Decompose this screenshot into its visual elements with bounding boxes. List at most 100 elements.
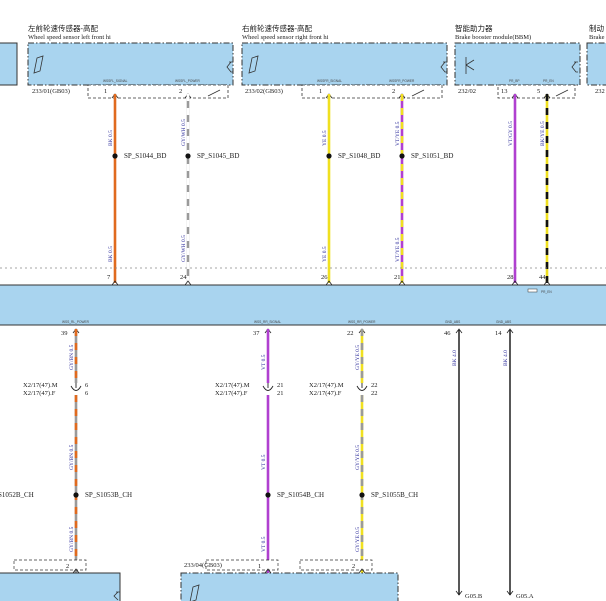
splice-label: SP_S1055B_CH (371, 491, 418, 499)
wire-code-label: BK 4.0 (503, 350, 509, 366)
inline-connector-label: X2/17(47).M (309, 382, 344, 389)
signal-label: WSSFR_POWER (389, 79, 415, 83)
resistor-symbol (527, 288, 538, 293)
wire-code-label: VT 0.5 (261, 354, 267, 370)
splice-label: SP_S1051_BD (411, 152, 453, 160)
component-title-cn: 智能助力器 (455, 23, 493, 33)
connector-id: 233/01(GB03) (32, 88, 70, 95)
sensor-symbol-icon (189, 584, 200, 601)
splice-dot-icon (185, 153, 191, 159)
component-title-cn: 右前轮速传感器-高配 (242, 23, 312, 33)
connector-block (13, 559, 87, 571)
inline-pin-label: 22 (371, 382, 378, 389)
wire-top-2: YE 0.5YE 0.5SP_S1048_BD26WSS_FR_SIGNAL (315, 93, 380, 290)
connector-block (205, 559, 279, 571)
module-pin-label: 22 (347, 330, 354, 337)
brake-booster-module[interactable]: 智能助力器 Brake booster module(BBM) 232/02 1… (454, 23, 581, 99)
module-pin-label: 28 (507, 274, 514, 281)
inline-connector-label: X2/17(47).F (215, 390, 248, 397)
ground-arrow-icon (506, 590, 514, 596)
module-pin-label: 44 (539, 274, 546, 281)
rear-left-sensor[interactable] (0, 572, 121, 601)
wire-code-label: VT/GY 0.5 (508, 121, 514, 146)
module-pin-label: 26 (321, 274, 328, 281)
signal-label: PR_BP (509, 79, 519, 83)
brake-edge-component[interactable]: 制动 Brake 232 (586, 23, 606, 95)
pin-arrow-icon (111, 280, 119, 286)
module-pin-label: 14 (495, 330, 502, 337)
module-signal-label: GND_ABS (445, 320, 460, 324)
wire-code-label: GY/YE 0.5 (355, 445, 361, 470)
sensor-pin-label: 1 (258, 563, 261, 570)
module-signal-label: GND_ABS (496, 320, 511, 324)
component-title-en: Brake (589, 34, 605, 41)
pin-label: 5 (537, 88, 540, 95)
pin-label: 13 (501, 88, 508, 95)
abs-control-module[interactable] (0, 284, 606, 326)
inline-connector-label: X2/17(47).F (309, 390, 342, 397)
inline-connector-label: X2/17(47).M (23, 382, 58, 389)
module-signal-label: WSS_RR_POWER (348, 320, 376, 324)
connector-block (87, 84, 229, 99)
pin-label: 1 (319, 88, 322, 95)
connector-id: 233/04(GB03) (184, 562, 222, 569)
wire-code-label: YE 0.5 (322, 246, 328, 262)
connector-id: 232/02 (458, 88, 476, 95)
pin-label: 2 (392, 88, 395, 95)
pin-label: 2 (179, 88, 182, 95)
ground-label: G05.A (516, 593, 534, 600)
module-pin-label: 46 (444, 330, 451, 337)
inline-connector-icon (356, 385, 368, 391)
component-title-cn: 左前轮速传感器-高配 (28, 23, 98, 33)
wire-code-label: GY/YE 0.5 (355, 527, 361, 552)
inline-pin-label: 22 (371, 390, 378, 397)
inline-pin-label: 6 (85, 390, 89, 397)
wire-code-label: BK 0.5 (108, 130, 114, 146)
module-signal-label: WSS_RL_POWER (62, 320, 90, 324)
splice-dot-icon (112, 153, 118, 159)
splice-label: S1052B_CH (0, 491, 34, 499)
splice-dot-icon (326, 153, 332, 159)
wheel-speed-sensor-left-front[interactable]: 左前轮速传感器-高配 Wheel speed sensor left front… (27, 23, 234, 99)
wire-code-label: VT 0.5 (261, 454, 267, 470)
wire-top-4: VT/GY 0.528PR_BP (501, 93, 519, 290)
splice-label: SP_S1053B_CH (85, 491, 132, 499)
pin-arrow-icon (72, 568, 80, 574)
splice-dot-icon (73, 492, 79, 498)
module-pin-label: 24 (180, 274, 187, 281)
left-edge-component[interactable] (0, 42, 18, 86)
splice-label: SP_S1054B_CH (277, 491, 324, 499)
inline-connector-label: X2/17(47).F (23, 390, 56, 397)
wire-code-label: GY/BN 0.5 (69, 444, 75, 470)
pin-arrow-icon (325, 280, 333, 286)
wheel-speed-sensor-right-front[interactable]: 右前轮速传感器-高配 Wheel speed sensor right fron… (241, 23, 448, 99)
break-icon (571, 61, 578, 73)
wire-code-label: VT 0.5 (261, 536, 267, 552)
inline-connector-icon (262, 385, 274, 391)
wire-top-0: BK 0.5BK 0.5SP_S1044_BD7WSS_FL_SIGNAL (101, 93, 166, 290)
component-title-cn: 制动 (589, 23, 604, 33)
module-signal-label: WSS_RR_SIGNAL (254, 320, 281, 324)
rear-right-sensor[interactable] (180, 572, 399, 601)
sensor-symbol-icon (248, 55, 259, 74)
connector-block (301, 84, 443, 99)
signal-label: WSSFL_POWER (175, 79, 200, 83)
wire-code-label: VT/YE 0.5 (395, 237, 401, 262)
inline-connector-icon (70, 385, 82, 391)
component-title-en: Wheel speed sensor right front hi (242, 34, 329, 41)
pin-label: 1 (104, 88, 107, 95)
splice-label: SP_S1045_BD (197, 152, 239, 160)
pin-arrow-icon (184, 280, 192, 286)
component-title-en: Brake booster module(BBM) (455, 34, 531, 41)
splice-label: SP_S1044_BD (124, 152, 166, 160)
wire-top-3: VT/YE 0.5VT/YE 0.5SP_S1051_BD21WSS_FR_PO… (388, 93, 453, 290)
wire-code-label: GY/BN 0.5 (69, 526, 75, 552)
ground-label: G05.B (465, 593, 483, 600)
